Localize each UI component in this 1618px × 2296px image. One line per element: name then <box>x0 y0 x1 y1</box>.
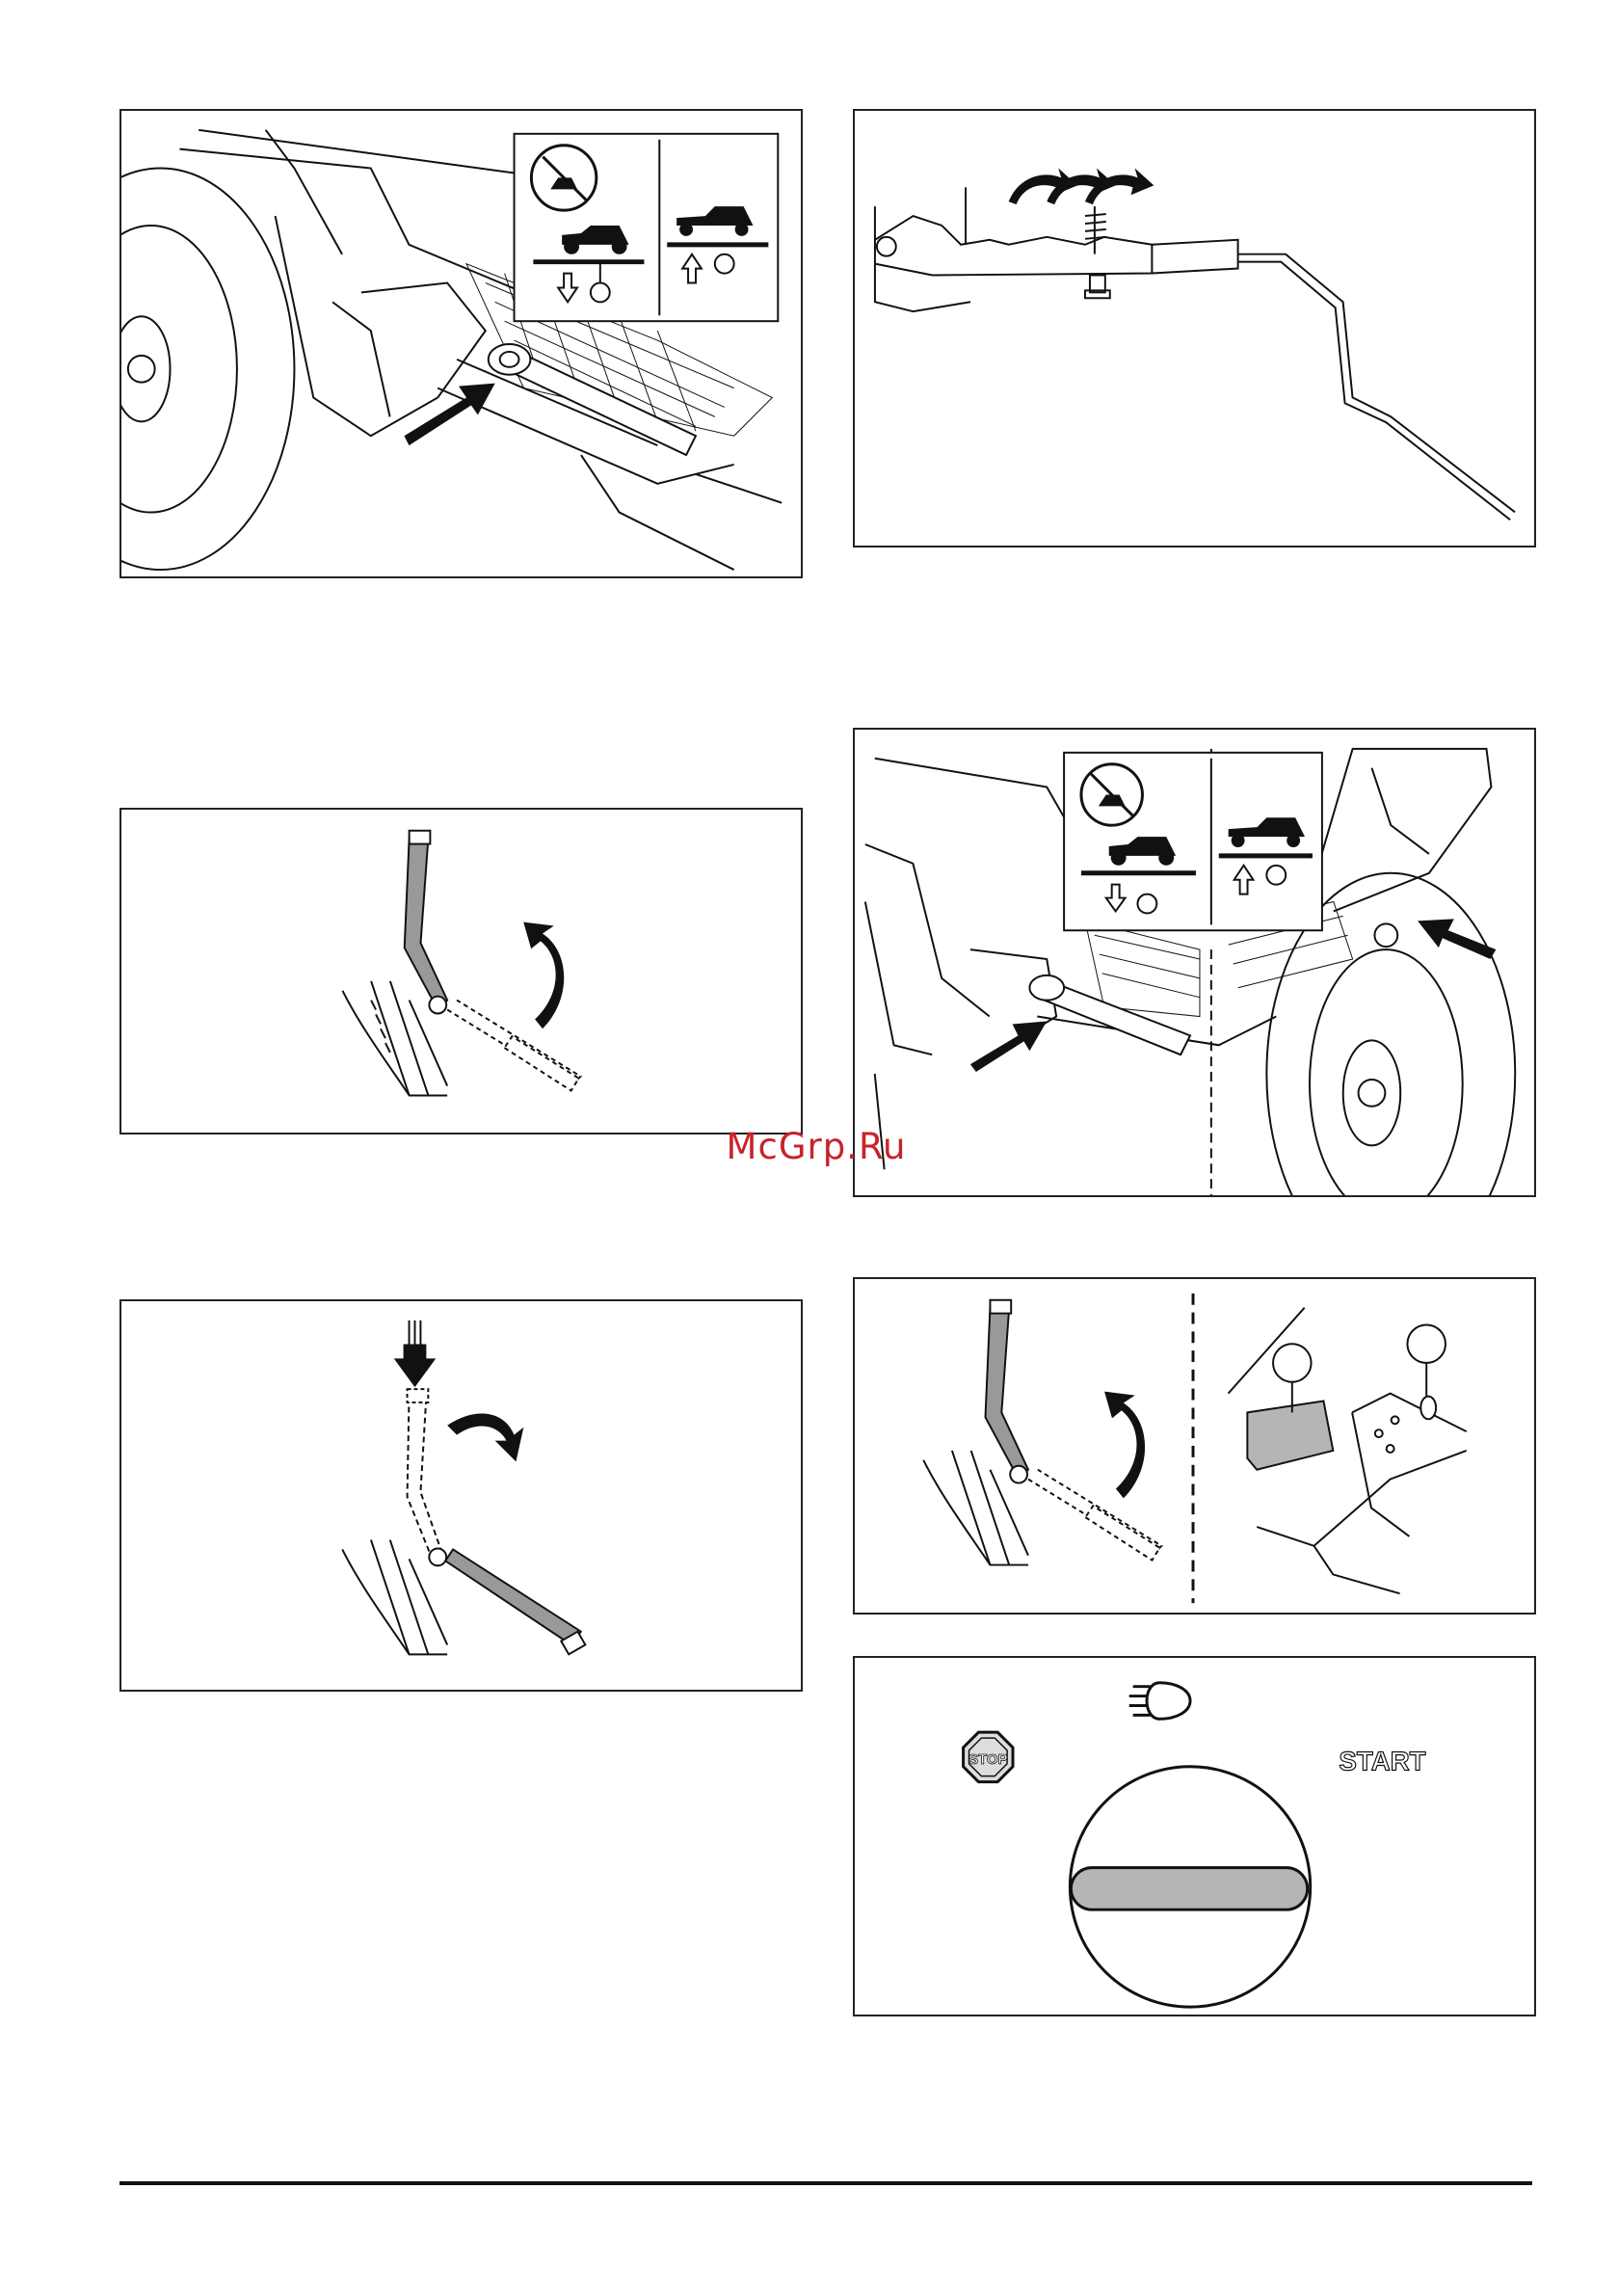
figure-lever-lower <box>119 1299 803 1692</box>
deck-lever-both-illustration <box>855 730 1534 1195</box>
callout-circle-1 <box>1273 1344 1312 1382</box>
right-arrow-icon <box>1418 919 1496 959</box>
lever-raise-illustration <box>121 810 801 1133</box>
deck-lever-illustration <box>121 111 801 576</box>
lever-pedal-illustration <box>855 1279 1534 1613</box>
start-label: START <box>1339 1747 1425 1776</box>
figure-height-bar <box>853 109 1536 547</box>
curved-arrows-icon <box>1009 168 1154 204</box>
decal-inset <box>515 134 779 321</box>
curved-arrow-down-icon <box>447 1414 523 1462</box>
watermark-text: McGrp.Ru <box>715 1126 917 1167</box>
ignition-switch-illustration: STOP START <box>855 1658 1534 2015</box>
ignition-key-slot <box>1071 1868 1307 1910</box>
figure-lever-and-pedal <box>853 1277 1536 1615</box>
headlight-icon <box>1129 1683 1190 1720</box>
figure-deck-lever-front <box>119 109 803 578</box>
height-bar-illustration <box>855 111 1534 546</box>
brake-pedal-pad <box>1247 1402 1333 1470</box>
decal-inset-2 <box>1064 753 1322 930</box>
figure-deck-lever-both <box>853 728 1536 1197</box>
figure-ignition-switch: STOP START <box>853 1656 1536 2016</box>
figure-lever-raise <box>119 808 803 1135</box>
left-arrow-icon <box>970 1021 1047 1072</box>
callout-circle-2 <box>1407 1324 1446 1363</box>
footer-rule <box>119 2181 1532 2185</box>
stop-label: STOP <box>968 1752 1007 1768</box>
press-down-arrow-icon <box>394 1321 437 1387</box>
curved-arrow-up-icon-2 <box>1104 1392 1145 1499</box>
lever-lower-illustration <box>121 1301 801 1690</box>
curved-arrow-up-icon <box>523 922 564 1029</box>
